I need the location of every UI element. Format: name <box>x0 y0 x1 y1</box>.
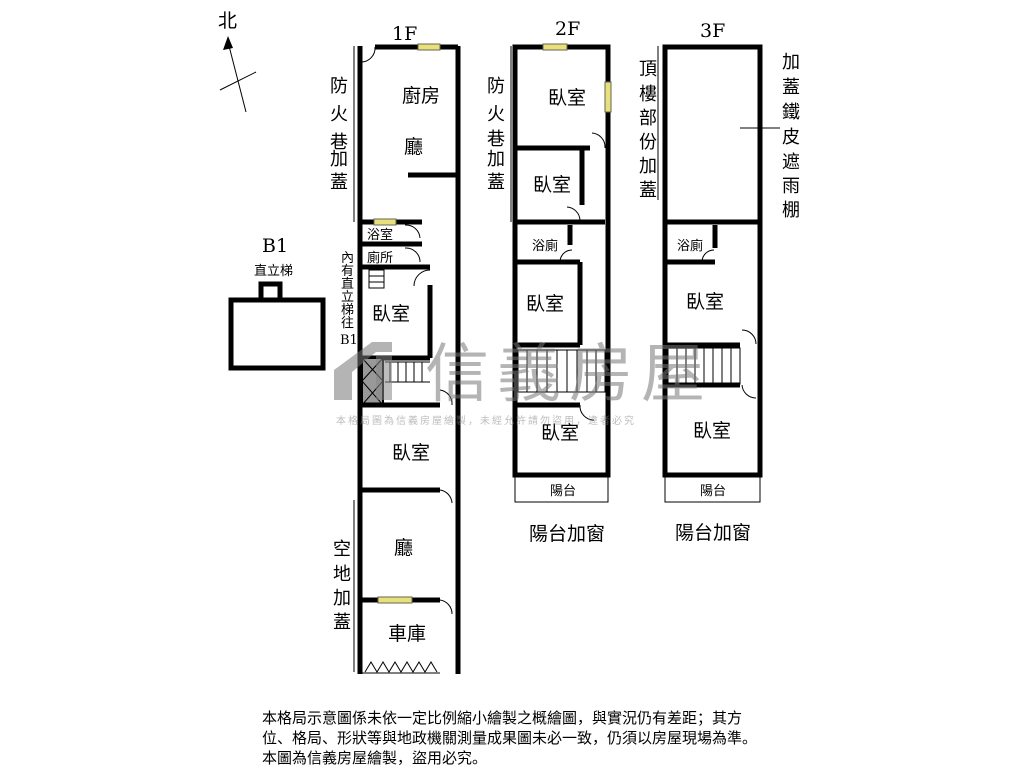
label-text: 棚 <box>782 200 800 221</box>
room-bedroom: 臥室 <box>392 442 430 464</box>
label-text: 雨 <box>782 176 800 197</box>
label-text: 加 <box>782 52 800 73</box>
label-text: 直 <box>341 277 354 292</box>
room-bathroom: 浴廁 <box>532 238 558 254</box>
watermark-notice: 本格局圖為信義房屋繪製，未經允許請勿盜用，違者必究 <box>336 414 636 427</box>
room-garage: 車庫 <box>388 623 426 645</box>
floor2-title: 2F <box>555 18 580 40</box>
label-text: 立 <box>341 290 354 305</box>
label-text: 防 <box>330 76 348 97</box>
label-text: B1 <box>340 333 358 348</box>
b1-ladder-label: 直立梯 <box>254 264 293 279</box>
floor1-title: 1F <box>392 23 417 45</box>
room-bedroom: 臥室 <box>693 420 731 442</box>
b1-plan: B1 直立梯 <box>228 235 326 371</box>
room-toilet: 廁所 <box>367 250 393 266</box>
balcony-label: 陽台 <box>550 484 576 499</box>
north-arrow-icon: 北 <box>218 10 257 113</box>
label-text: 火 <box>330 104 348 125</box>
label-text: 加 <box>487 149 505 170</box>
label-text: 巷 <box>330 132 348 153</box>
label-text: 份 <box>639 132 657 153</box>
room-living: 廳 <box>404 136 423 158</box>
label-fire-lane-extension: 防 火 巷 加 蓋 <box>330 76 348 193</box>
label-text: 往 <box>341 316 354 331</box>
label-metal-shed: 加 蓋 鐵 皮 遮 雨 棚 <box>782 52 800 221</box>
north-label: 北 <box>218 10 237 32</box>
label-text: 本圖為信義房屋繪製，盜用必究。 <box>262 749 487 767</box>
label-text: 火 <box>487 104 505 125</box>
room-bath: 浴室 <box>367 227 393 243</box>
label-text: 加 <box>639 156 657 177</box>
label-open-space-extension: 空 地 加 蓋 <box>333 539 351 633</box>
label-ladder-to-b1: 內 有 直 立 梯 往 B1 <box>340 251 358 348</box>
label-text: 內 <box>341 251 354 266</box>
label-text: 空 <box>333 539 351 560</box>
label-text: 頂 <box>639 59 657 80</box>
balcony-label: 陽台 <box>700 484 726 499</box>
label-text: 鐵 <box>782 102 800 123</box>
label-text: 巷 <box>487 129 505 150</box>
label-text: 有 <box>341 264 354 279</box>
label-text: 遮 <box>782 152 800 173</box>
label-text: 蓋 <box>487 172 505 193</box>
watermark-brand: 信義房屋 <box>425 338 713 412</box>
room-kitchen: 廚房 <box>402 84 440 107</box>
label-text: 位、格局、形狀等與地政機關測量成果圖未必一致，仍須以房屋現場為準。 <box>262 729 757 747</box>
room-bedroom: 臥室 <box>541 422 579 444</box>
floor2-plan: 2F 臥室 臥室 浴廁 臥室 臥室 陽台 陽台加窗 防 <box>487 18 612 545</box>
label-text: 蓋 <box>639 180 657 201</box>
balcony-note: 陽台加窗 <box>675 522 751 544</box>
disclaimer: 本格局示意圖係未依一定比例縮小繪製之概繪圖，與實況仍有差距；其方 位、格局、形狀… <box>262 709 757 767</box>
label-text: 皮 <box>782 127 800 148</box>
room-bedroom: 臥室 <box>533 174 571 196</box>
room-living: 廳 <box>394 537 413 559</box>
label-rooftop-extension: 頂 樓 部 份 加 蓋 <box>639 59 657 201</box>
brand-logo-icon <box>334 342 392 400</box>
stairs-icon <box>517 349 606 393</box>
balcony-note: 陽台加窗 <box>529 523 605 545</box>
room-bedroom: 臥室 <box>686 291 724 313</box>
room-bedroom: 臥室 <box>526 293 564 315</box>
room-bathroom: 浴廁 <box>677 238 703 254</box>
label-fire-lane-extension: 防 火 巷 加 蓋 <box>487 76 505 193</box>
b1-title: B1 <box>262 235 288 257</box>
label-text: 樓 <box>639 84 657 105</box>
label-text: 防 <box>487 76 505 97</box>
label-text: 加 <box>330 149 348 170</box>
floor3-plan: 3F 浴廁 臥室 臥室 陽台 陽台加窗 頂 樓 部 份 加 蓋 <box>639 20 800 544</box>
room-bedroom: 臥室 <box>372 303 410 325</box>
label-text: 本格局示意圖係未依一定比例縮小繪製之概繪圖，與實況仍有差距；其方 <box>262 709 742 727</box>
floor3-title: 3F <box>700 20 725 42</box>
watermark: 信義房屋 本格局圖為信義房屋繪製，未經允許請勿盜用，違者必究 <box>334 338 713 427</box>
label-text: 蓋 <box>330 172 348 193</box>
label-text: 加 <box>333 588 351 609</box>
label-text: 部 <box>639 108 657 129</box>
label-text: 地 <box>333 564 351 585</box>
label-text: 蓋 <box>333 612 351 633</box>
label-text: 梯 <box>341 303 354 318</box>
room-bedroom: 臥室 <box>548 87 586 109</box>
label-text: 蓋 <box>782 77 800 98</box>
